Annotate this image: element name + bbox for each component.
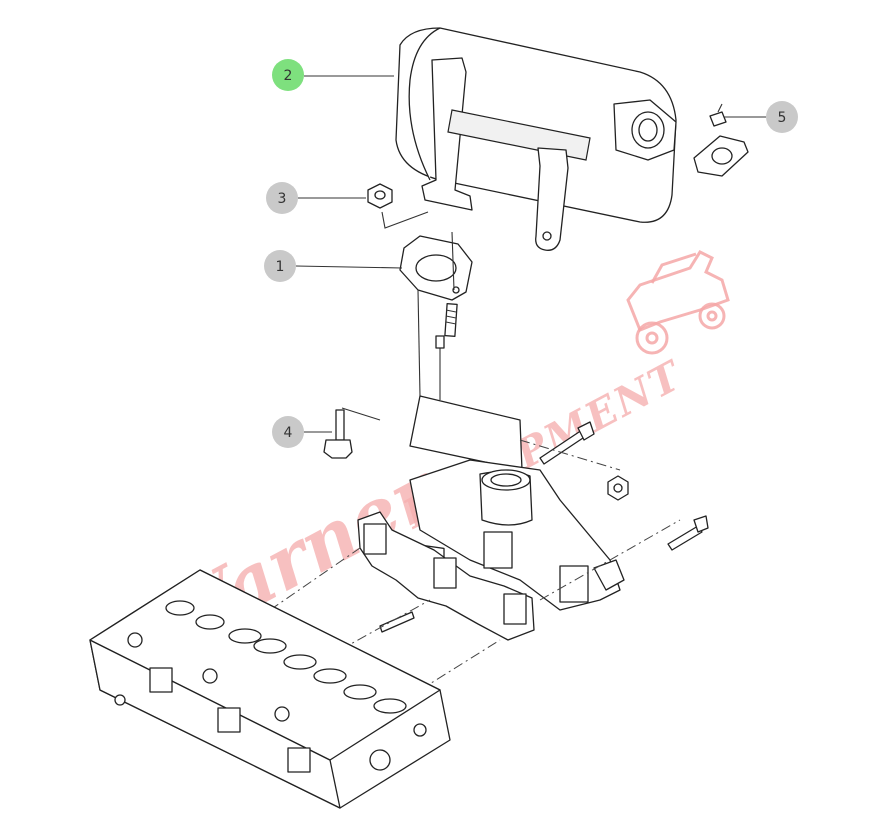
alignment-line [419,639,501,691]
tractor-icon [626,250,730,355]
callout-3-bubble [266,182,298,214]
exhaust-gasket[interactable] [399,231,473,301]
callout-4[interactable]: 4 [272,416,304,448]
stud [444,303,458,337]
callout-3-label: 3 [278,191,287,207]
callout-4-label: 4 [284,425,293,441]
outlet-nut[interactable] [709,103,727,127]
outlet-gasket[interactable] [693,135,749,177]
callout-1[interactable]: 1 [264,250,296,282]
callout-2-label: 2 [284,68,293,84]
callout-2-bubble [272,59,304,91]
callout-5-bubble [766,101,798,133]
long-bolt [539,421,595,465]
cylinder-head[interactable] [89,569,451,809]
alignment-line [339,599,431,651]
alignment-line [519,439,621,471]
callout-1-bubble [264,250,296,282]
callout-4-bubble [272,416,304,448]
callout-3[interactable]: 3 [266,182,298,214]
guide-line [417,289,421,397]
callout-5-label: 5 [778,110,787,126]
alignment-line [269,547,361,611]
callout-2[interactable]: 2 [272,59,304,91]
alignment-line [539,519,681,601]
hex-nut [607,475,629,501]
callout-1-label: 1 [276,259,285,275]
manifold-gasket[interactable] [357,511,535,641]
callout-5[interactable]: 5 [766,101,798,133]
small-spacer [435,335,445,349]
flange-nut[interactable] [367,183,429,229]
leader-line-1 [295,265,403,269]
gasket-stud [379,611,415,633]
muffler-part[interactable] [395,27,677,251]
manifold-bolt[interactable] [323,407,381,459]
short-bolt [667,515,709,551]
